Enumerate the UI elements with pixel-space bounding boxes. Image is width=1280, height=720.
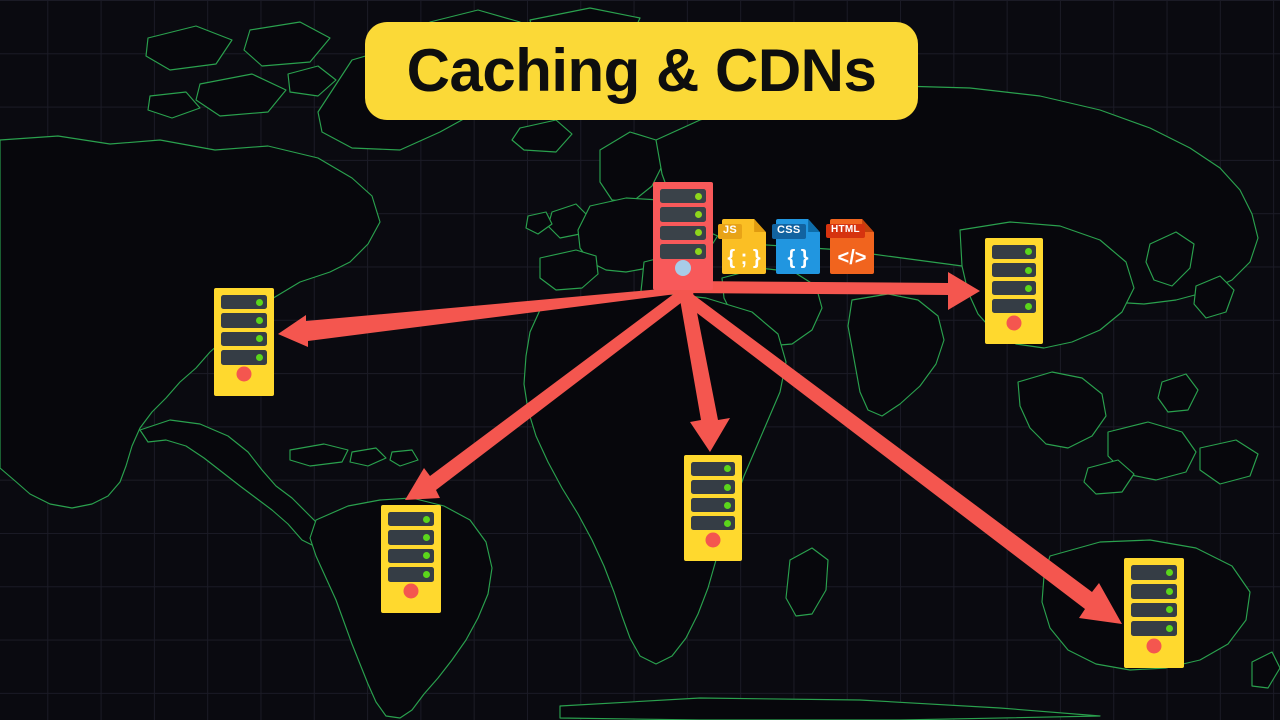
status-led-icon	[1165, 587, 1173, 595]
css-file-tag: CSS	[772, 224, 806, 239]
edge-server-bay-3	[991, 280, 1037, 296]
arrow-to-north-america	[278, 287, 684, 347]
status-led-icon	[1165, 569, 1173, 576]
edge-server-north-america[interactable]	[214, 288, 274, 396]
arrow-to-south-america	[405, 287, 690, 500]
edge-server-bay-1	[991, 244, 1037, 260]
edge-server-bay-2	[387, 530, 435, 545]
html-file-tag: HTML	[826, 224, 865, 238]
css-file-fold-corner	[808, 219, 820, 233]
page-title-badge: Caching & CDNs	[365, 22, 918, 120]
edge-server-east-asia[interactable]	[985, 238, 1043, 344]
js-file-tag: JS	[718, 224, 743, 239]
status-led-icon	[1165, 606, 1173, 614]
status-led-icon	[724, 519, 732, 527]
status-led-icon	[724, 465, 732, 473]
status-led-icon	[422, 534, 430, 542]
status-led-icon	[255, 298, 263, 306]
status-led-icon	[724, 483, 732, 491]
edge-server-bay-2	[991, 262, 1037, 278]
arrow-to-east-asia	[683, 272, 980, 310]
origin-server-bay-2	[659, 207, 707, 222]
status-led-icon	[1165, 625, 1173, 633]
origin-server-power-indicator	[675, 260, 691, 277]
html-file-icon[interactable]: HTML </>	[826, 219, 874, 274]
arrow-to-africa	[678, 287, 730, 452]
css-file-glyph: { }	[787, 247, 809, 269]
edge-server-africa[interactable]	[684, 455, 742, 561]
edge-server-power-indicator	[1006, 315, 1022, 331]
edge-server-bay-2	[220, 313, 268, 328]
edge-server-bay-4	[387, 567, 435, 582]
edge-server-south-america[interactable]	[381, 505, 441, 613]
status-led-icon	[694, 192, 702, 200]
js-file-glyph: { ; }	[727, 247, 761, 269]
html-file-glyph: </>	[837, 247, 867, 269]
js-file-fold-corner	[754, 219, 766, 233]
edge-server-power-indicator	[1146, 638, 1162, 654]
edge-server-power-indicator	[705, 532, 721, 548]
status-led-icon	[694, 247, 702, 255]
edge-server-bay-4	[991, 298, 1037, 314]
arrow-to-australia	[676, 287, 1122, 624]
edge-server-bay-4	[220, 350, 268, 365]
status-led-icon	[1025, 284, 1033, 292]
edge-server-bay-3	[1130, 602, 1178, 618]
edge-server-bay-3	[220, 331, 268, 347]
js-file-icon[interactable]: JS { ; }	[718, 219, 766, 274]
status-led-icon	[255, 353, 263, 361]
status-led-icon	[422, 570, 430, 578]
page-title: Caching & CDNs	[406, 37, 877, 104]
edge-server-power-indicator	[236, 366, 252, 382]
edge-server-bay-2	[1130, 583, 1178, 599]
edge-server-bay-4	[690, 515, 736, 531]
edge-server-power-indicator	[403, 583, 419, 599]
edge-server-bay-3	[690, 497, 736, 513]
status-led-icon	[1025, 266, 1033, 274]
origin-server-bay-3	[659, 225, 707, 241]
edge-server-bay-2	[690, 479, 736, 495]
status-led-icon	[1025, 302, 1033, 310]
origin-server[interactable]	[653, 182, 713, 290]
origin-server-bay-1	[659, 189, 707, 204]
status-led-icon	[255, 317, 263, 325]
edge-server-australia[interactable]	[1124, 558, 1184, 668]
status-led-icon	[694, 211, 702, 219]
edge-server-bay-1	[1130, 565, 1178, 580]
edge-server-bay-3	[387, 548, 435, 564]
status-led-icon	[255, 335, 263, 343]
css-file-icon[interactable]: CSS { }	[772, 219, 820, 274]
status-led-icon	[724, 501, 732, 509]
origin-server-bay-4	[659, 244, 707, 259]
edge-server-bay-1	[690, 461, 736, 477]
status-led-icon	[422, 515, 430, 523]
status-led-icon	[422, 552, 430, 560]
edge-server-bay-1	[220, 295, 268, 310]
edge-server-bay-4	[1130, 621, 1178, 636]
status-led-icon	[694, 229, 702, 237]
status-led-icon	[1025, 248, 1033, 256]
html-file-fold-corner	[862, 219, 874, 233]
edge-server-bay-1	[387, 512, 435, 527]
